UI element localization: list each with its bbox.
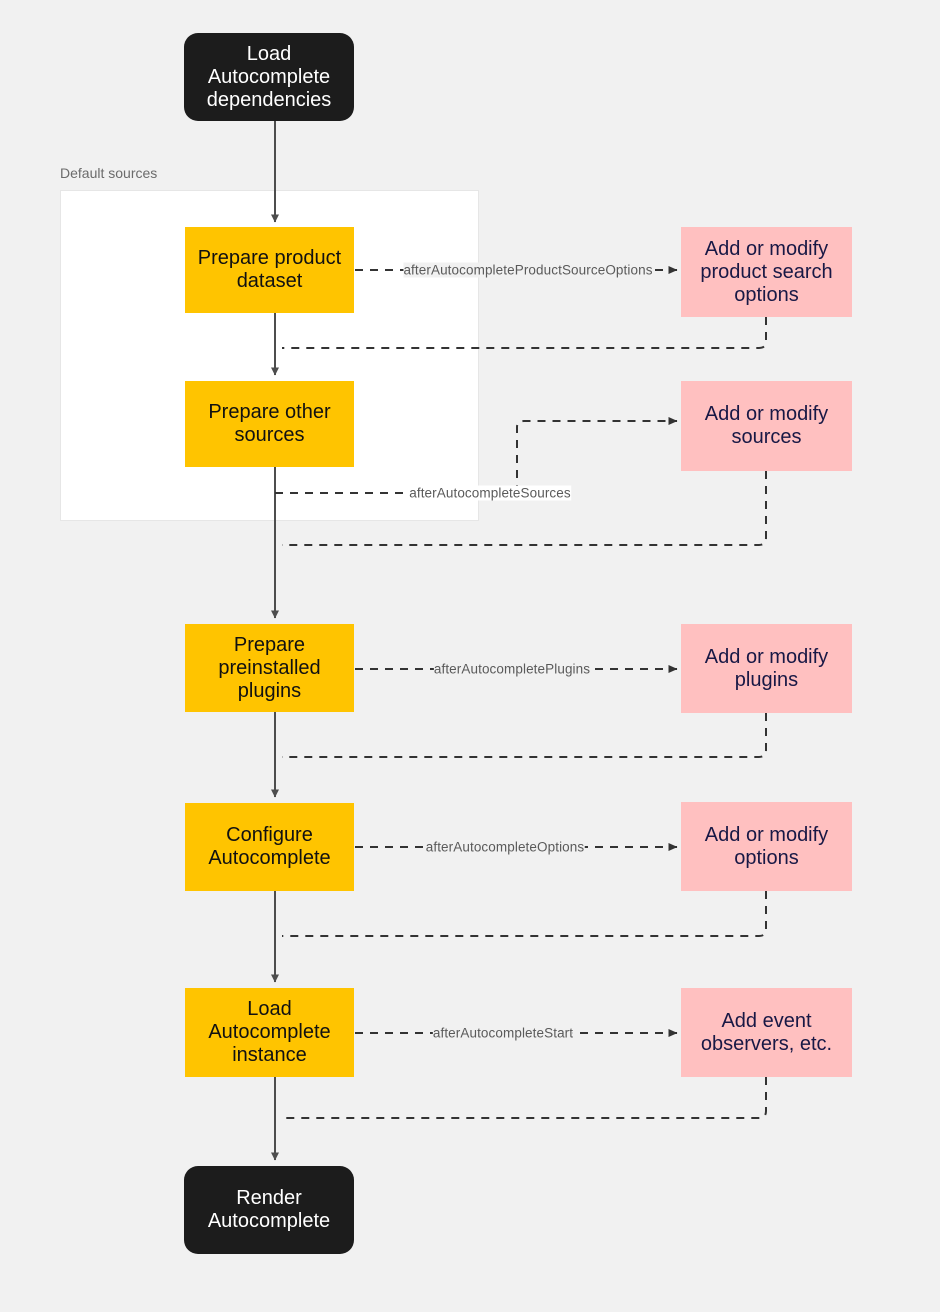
edge-hook-sources [516,417,678,493]
edge-label-after-autocomplete-plugins: afterAutocompletePlugins [433,661,591,677]
edge-label-after-autocomplete-options: afterAutocompleteOptions [425,839,585,855]
edge-label-after-autocomplete-sources: afterAutocompleteSources [409,485,571,501]
edge-return-start [282,1077,767,1119]
group-label-default-sources: Default sources [60,165,158,181]
edge-label-after-autocomplete-product-source-options: afterAutocompleteProductSourceOptions [403,262,653,278]
edge-return-options [282,891,767,937]
edge-label-after-autocomplete-start: afterAutocompleteStart [432,1025,574,1041]
edge-return-plugins [282,713,767,758]
